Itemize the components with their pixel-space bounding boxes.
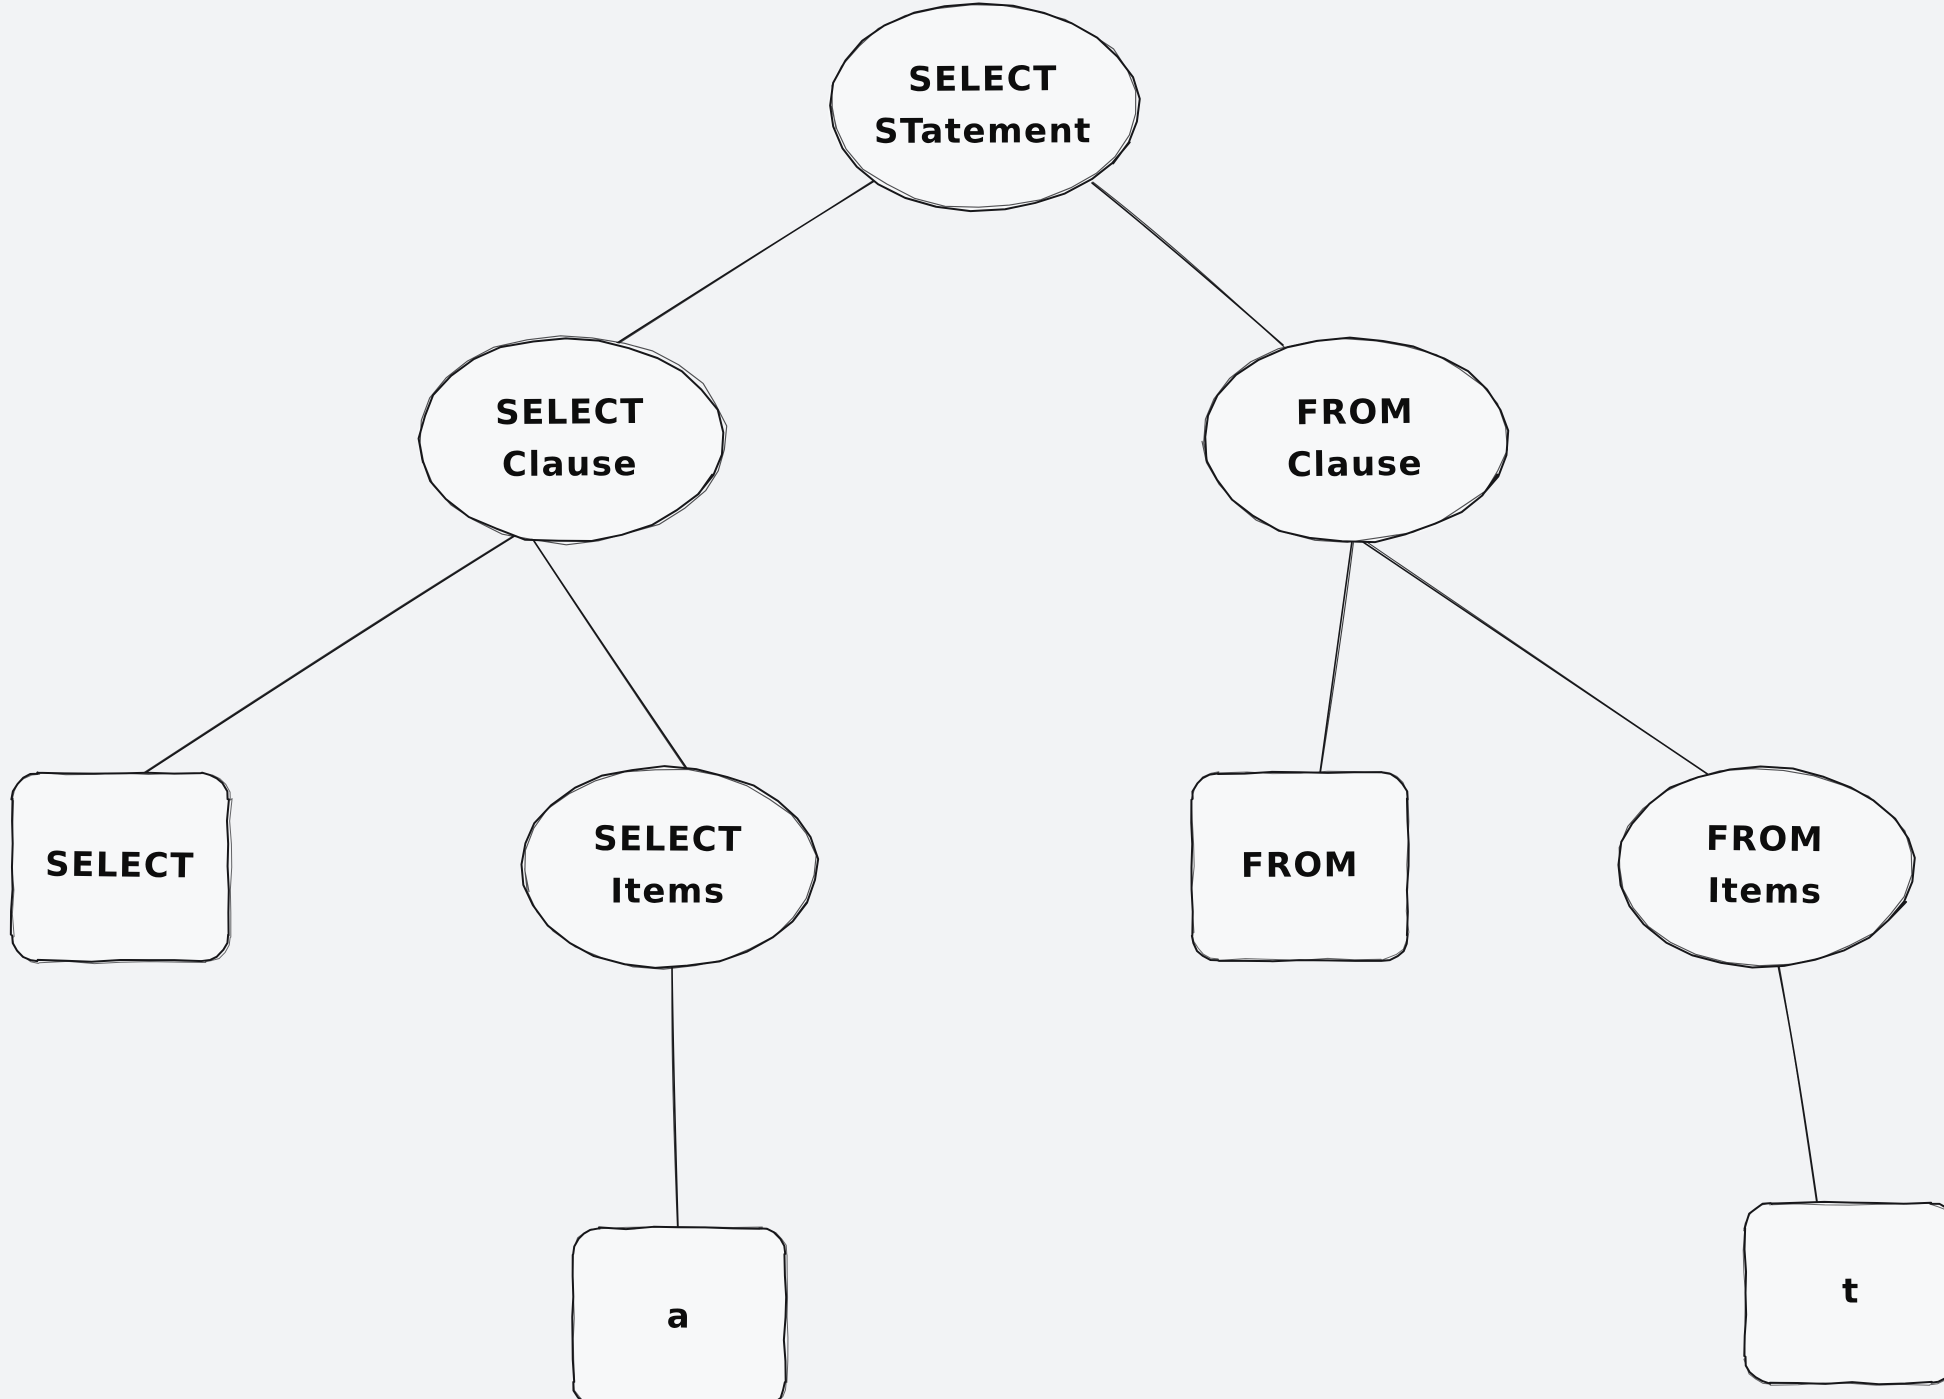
node-from-clause[interactable]: FROM Clause — [1201, 336, 1510, 544]
node-label-line1: SELECT — [495, 392, 645, 433]
node-from-items[interactable]: FROM Items — [1617, 765, 1916, 969]
node-select-items[interactable]: SELECT Items — [520, 765, 820, 970]
node-select-statement[interactable]: SELECT STatement — [828, 2, 1141, 213]
node-label-line2: Items — [1707, 871, 1822, 912]
node-select-terminal[interactable]: SELECT — [9, 771, 233, 965]
edge-select-clause-to-select-terminal — [140, 530, 522, 776]
node-label-line1: FROM — [1706, 819, 1825, 860]
node-label-line2: Items — [610, 871, 725, 911]
edge-select-clause-to-select-items — [529, 534, 691, 775]
node-label-line1: FROM — [1296, 392, 1415, 433]
node-column-a[interactable]: a — [571, 1225, 789, 1399]
nodes-layer: SELECTSTatementSELECTClauseFROMClauseSEL… — [9, 2, 1944, 1399]
node-table-t[interactable]: t — [1742, 1200, 1944, 1386]
node-label-line1: SELECT — [593, 819, 743, 860]
edge-select-statement-to-select-clause — [613, 177, 878, 346]
node-from-terminal[interactable]: FROM — [1190, 770, 1410, 963]
node-label-line1: a — [667, 1296, 692, 1336]
node-label-line1: t — [1842, 1271, 1860, 1311]
edges-layer — [140, 177, 1819, 1229]
edge-select-items-to-column-a — [671, 965, 679, 1229]
edge-from-clause-to-from-terminal — [1319, 540, 1354, 774]
node-label-line1: SELECT — [908, 59, 1058, 100]
edge-from-clause-to-from-items — [1359, 537, 1714, 779]
node-label-line1: FROM — [1241, 845, 1359, 886]
node-label-line2: STatement — [874, 111, 1092, 152]
node-select-clause[interactable]: SELECT Clause — [417, 335, 728, 546]
edge-select-statement-to-from-clause — [1091, 181, 1285, 348]
node-label-line1: SELECT — [45, 845, 195, 887]
edge-from-items-to-table-t — [1777, 964, 1819, 1209]
node-label-line2: Clause — [502, 444, 638, 485]
node-label-line2: Clause — [1287, 444, 1424, 486]
